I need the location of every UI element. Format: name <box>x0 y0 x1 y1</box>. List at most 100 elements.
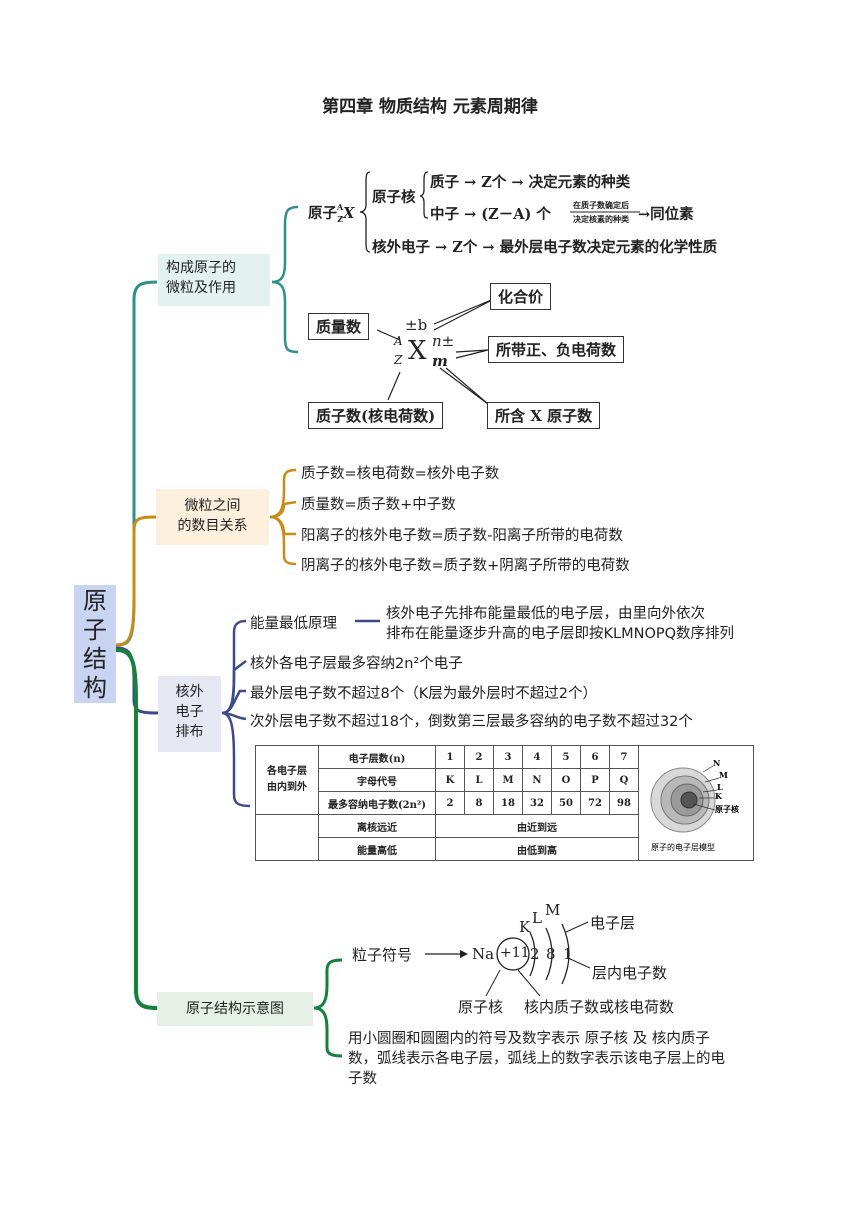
table-cell: 6 <box>580 745 610 769</box>
table-cell: 2 <box>435 791 465 815</box>
page-title: 第四章 物质结构 元素周期律 <box>322 97 538 117</box>
diagram-description: 用小圆圈和圆圈内的符号及数字表示 原子核 及 核内质子 <box>348 1031 710 1047</box>
shell-count-m: 1 <box>563 945 573 963</box>
table-cell: 18 <box>493 791 523 815</box>
shell-count-l: 8 <box>546 945 556 963</box>
shell-count-k: 2 <box>530 945 540 963</box>
table-cell: L <box>464 768 494 792</box>
diagram-description: 数，弧线表示各电子层，弧线上的数字表示该电子层上的电 <box>348 1051 725 1067</box>
root-char: 原 <box>83 587 107 615</box>
shell-model-illustration: N M L K 原子核 原子的电子层模型 <box>650 758 739 852</box>
table-cell: N <box>522 768 552 792</box>
table-row-label: 离核远近 <box>318 814 436 838</box>
model-label-K: K <box>715 791 723 801</box>
rule-lowest-energy: 能量最低原理 <box>250 616 337 632</box>
shell-letter-m: M <box>545 901 561 919</box>
label-shell: 电子层 <box>590 914 636 932</box>
proton-line: 质子 → Z个 → 决定元素的种类 <box>430 174 631 191</box>
relation-item: 质量数=质子数+中子数 <box>301 497 456 513</box>
table-cell: M <box>493 768 523 792</box>
symbol-X: X <box>408 336 427 366</box>
box-proton-number: 质子数(核电荷数) <box>308 402 444 429</box>
table-cell: 由低到高 <box>435 837 639 861</box>
rule-max-capacity: 核外各电子层最多容纳2n²个电子 <box>250 656 463 672</box>
table-cell: P <box>580 768 610 792</box>
table-side-label: 各电子层由内到外 <box>255 745 319 815</box>
electron-shell-table: 各电子层由内到外 电子层数(n) 1 2 3 4 5 6 7 <box>255 745 754 861</box>
rule-outer-shell: 最外层电子数不超过8个（K层为最外层时不超过2个） <box>250 686 597 702</box>
rule-lowest-energy-desc: 排布在能量逐步升高的电子层即按KLMNOPQ数序排列 <box>386 626 735 642</box>
model-label-L: L <box>717 782 723 792</box>
shell-model-cell: N M L K 原子核 原子的电子层模型 <box>638 745 754 861</box>
table-cell: 8 <box>464 791 494 815</box>
box-mass-number: 质量数 <box>308 313 370 340</box>
particle-symbol-label: 粒子符号 <box>352 946 413 964</box>
table-cell: 3 <box>493 745 523 769</box>
table-cell: 由近到远 <box>435 814 639 838</box>
branch-label: 电子 <box>175 704 204 720</box>
label-shell-electrons: 层内电子数 <box>592 964 668 982</box>
table-row-label: 能量高低 <box>318 837 436 861</box>
root-node: 原 子 结 构 <box>74 585 116 703</box>
model-label-M: M <box>719 770 728 780</box>
branch-label: 排布 <box>175 724 204 740</box>
box-atom-count: 所含 X 原子数 <box>487 402 601 429</box>
table-cell: 5 <box>551 745 581 769</box>
model-label-nucleus: 原子核 <box>715 804 739 814</box>
box-valence: 化合价 <box>490 283 552 310</box>
relation-item: 质子数=核电荷数=核外电子数 <box>301 466 500 482</box>
table-cell: 50 <box>551 791 581 815</box>
table-cell: 32 <box>522 791 552 815</box>
isotope-label: →同位素 <box>638 206 694 223</box>
neutron-arrow-bottom: 决定核素的种类 <box>573 214 629 224</box>
shell-letter-l: L <box>532 909 542 927</box>
nucleus-label: 原子核 <box>372 189 416 206</box>
symbol-n-pm: n± <box>432 332 455 350</box>
table-cell: Q <box>609 768 639 792</box>
branch-particles: 构成原子的 微粒及作用 <box>158 254 270 306</box>
relation-item: 阴离子的核外电子数=质子数+阴离子所带的电荷数 <box>301 558 630 574</box>
label-proton-number: 核内质子数或核电荷数 <box>524 998 675 1016</box>
root-char: 构 <box>83 674 107 702</box>
root-char: 结 <box>83 645 107 673</box>
rule-lowest-energy-desc: 核外电子先排布能量最低的电子层，由里向外依次 <box>386 606 705 622</box>
shell-letter-k: K <box>519 918 531 936</box>
symbol-Z: Z <box>394 353 403 367</box>
rule-second-outer: 次外层电子数不超过18个，倒数第三层最多容纳的电子数不超过32个 <box>250 714 693 730</box>
neutron-line: 中子 → (Z－A) 个 <box>430 206 551 223</box>
diagram-description: 子数 <box>348 1071 377 1087</box>
branch-label: 微粒之间 <box>184 498 241 514</box>
element-symbol: Na <box>472 945 495 963</box>
table-row-label: 电子层数(n) <box>318 745 436 769</box>
box-charge: 所带正、负电荷数 <box>488 336 625 363</box>
symbol-pm-b: ±b <box>405 316 428 334</box>
electron-line: 核外电子 → Z个 → 最外层电子数决定元素的化学性质 <box>372 239 718 256</box>
label-nucleus: 原子核 <box>458 998 504 1016</box>
branch-label: 构成原子的 <box>166 260 236 276</box>
table-cell: 7 <box>609 745 639 769</box>
model-caption: 原子的电子层模型 <box>651 842 715 852</box>
branch-electron-arrangement: 核外 电子 排布 <box>158 676 221 752</box>
branch-relations: 微粒之间 的数目关系 <box>156 489 269 545</box>
branch-label: 的数目关系 <box>177 518 248 534</box>
relation-item: 阳离子的核外电子数=质子数-阳离子所带的电荷数 <box>301 528 623 544</box>
table-cell: K <box>435 768 465 792</box>
symbol-A: A <box>394 334 403 348</box>
table-cell: 98 <box>609 791 639 815</box>
branch-structure-diagram: 原子结构示意图 <box>157 992 313 1026</box>
table-cell: 72 <box>580 791 610 815</box>
atom-label: 原子AZX <box>308 202 355 224</box>
nucleus-charge: +11 <box>500 945 530 961</box>
root-char: 子 <box>83 616 107 644</box>
neutron-arrow-top: 在质子数确定后 <box>573 200 629 210</box>
symbol-m: m <box>432 352 448 370</box>
table-row-label: 最多容纳电子数(2n²) <box>318 791 436 815</box>
branch-label: 核外 <box>175 684 204 700</box>
table-cell: 4 <box>522 745 552 769</box>
table-cell: O <box>551 768 581 792</box>
model-label-N: N <box>713 758 720 768</box>
branch-label: 微粒及作用 <box>166 280 236 296</box>
table-row-label: 字母代号 <box>318 768 436 792</box>
table-cell: 2 <box>464 745 494 769</box>
